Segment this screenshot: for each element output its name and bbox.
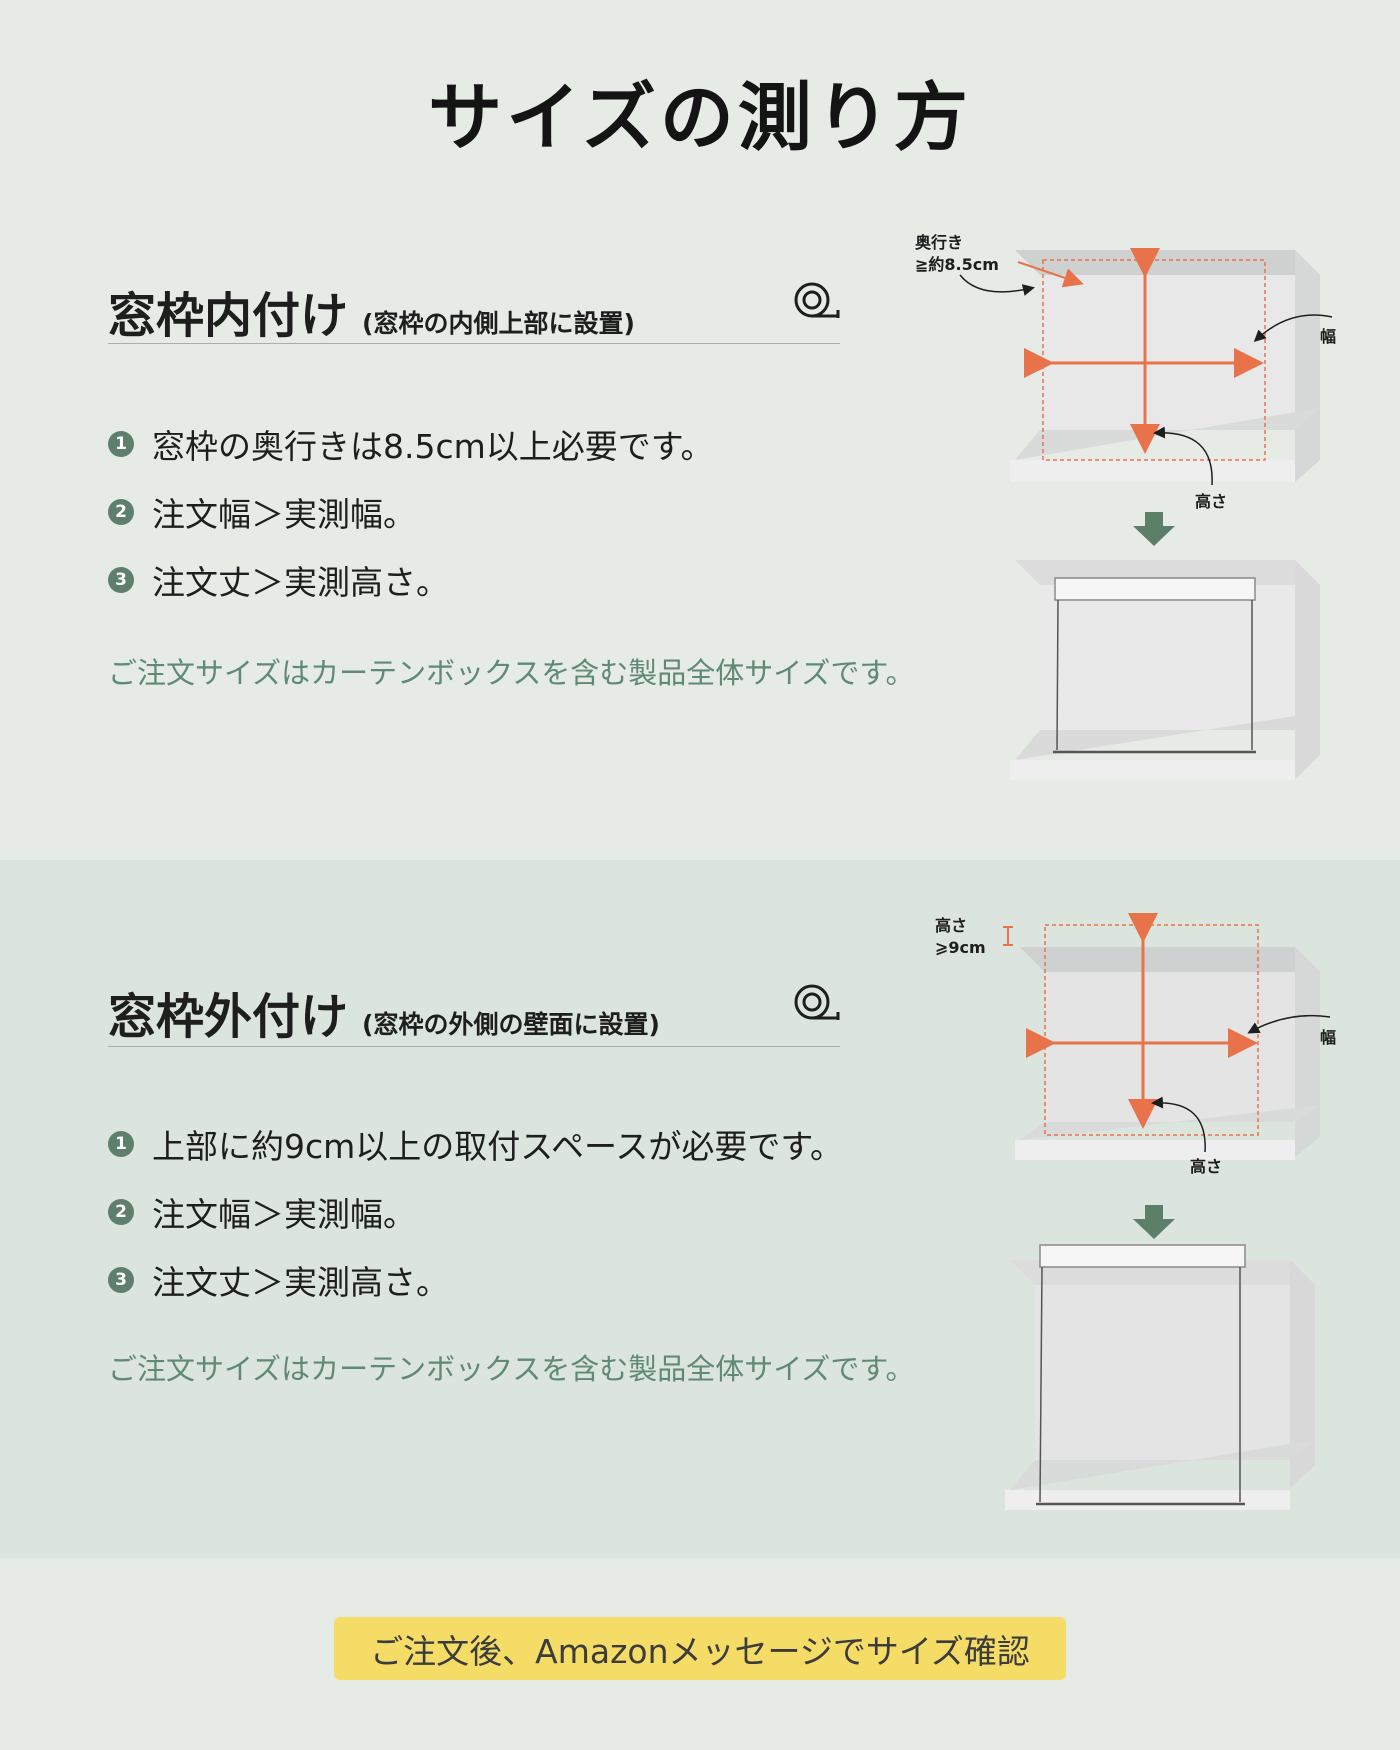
list-item-text: 上部に約9cm以上の取付スペースが必要です。 (152, 1127, 844, 1166)
height-label: 高さ (1190, 1157, 1222, 1176)
down-arrow-icon (1133, 512, 1175, 546)
number-badge: 1 (108, 431, 134, 457)
window-frame-back (1040, 585, 1295, 730)
curtain-box (1054, 577, 1256, 601)
window-frame-side (1290, 1260, 1315, 1488)
width-label: 幅 (1320, 327, 1336, 346)
number-badge: 1 (108, 1131, 134, 1157)
page-title: サイズの測り方 (428, 75, 972, 161)
list-item: 3 注文丈＞実測高さ。 (108, 1246, 843, 1314)
blind-left-edge (1039, 1266, 1043, 1503)
list-item-text: 注文幅＞実測幅。 (152, 1195, 416, 1234)
inner-mount-heading: 窓枠内付け (窓枠の内側上部に設置) (108, 276, 635, 346)
curtain-box (1039, 1244, 1246, 1268)
depth-arrow (1017, 261, 1084, 288)
inner-mount-divider (108, 343, 840, 344)
size-confirmation-banner: ご注文後、Amazonメッセージでサイズ確認 (334, 1617, 1066, 1680)
window-frame-back (1035, 1285, 1290, 1460)
height-pointer (1153, 426, 1213, 486)
inner-mount-subtitle: (窓枠の内側上部に設置) (362, 309, 635, 338)
outer-mount-divider (108, 1046, 840, 1047)
measuring-tape-icon (794, 984, 840, 1020)
inner-mount-measure-diagram: 奥行き ≧約8.5cm 幅 高さ (915, 233, 1336, 511)
window-frame-back (1040, 275, 1295, 430)
inner-mount-title: 窓枠内付け (108, 288, 349, 344)
list-item: 1 上部に約9cm以上の取付スペースが必要です。 (108, 1110, 843, 1178)
outer-mount-title: 窓枠外付け (108, 989, 349, 1045)
window-frame-side (1295, 560, 1320, 780)
outer-mount-section: 窓枠外付け (窓枠の外側の壁面に設置) 1 上部に約9cm以上の取付スペースが必… (0, 860, 1400, 1558)
height-pointer (1151, 1096, 1206, 1153)
list-item: 3 注文丈＞実測高さ。 (108, 546, 713, 614)
list-item-text: 注文丈＞実測高さ。 (152, 1263, 449, 1302)
window-frame-top (1015, 250, 1320, 275)
space-label: 高さ (935, 916, 967, 935)
window-frame-top (1020, 947, 1320, 972)
inner-mount-note: ご注文サイズはカーテンボックスを含む製品全体サイズです。 (108, 656, 915, 690)
outer-mount-list: 1 上部に約9cm以上の取付スペースが必要です。 2 注文幅＞実測幅。 3 注文… (108, 1110, 843, 1314)
number-badge: 2 (108, 499, 134, 525)
blind-left-edge (1056, 599, 1059, 751)
depth-pointer (959, 274, 1035, 296)
window-frame-bottom (1010, 1440, 1315, 1490)
list-item-text: 窓枠の奥行きは8.5cm以上必要です。 (152, 427, 714, 466)
list-item-text: 注文丈＞実測高さ。 (152, 563, 449, 602)
window-frame-side (1295, 947, 1320, 1157)
list-item: 2 注文幅＞実測幅。 (108, 478, 713, 546)
window-sill (1005, 1490, 1290, 1510)
number-badge: 2 (108, 1199, 134, 1225)
window-sill (1010, 460, 1295, 482)
window-sill (1010, 760, 1295, 780)
width-label: 幅 (1320, 1028, 1336, 1047)
inner-mount-list: 1 窓枠の奥行きは8.5cm以上必要です。 2 注文幅＞実測幅。 3 注文丈＞実… (108, 410, 713, 614)
window-frame-bottom (1015, 712, 1320, 760)
number-badge: 3 (108, 567, 134, 593)
space-value-label: ⩾9cm (935, 938, 986, 957)
height-label: 高さ (1195, 492, 1227, 511)
outer-mount-subtitle: (窓枠の外側の壁面に設置) (362, 1010, 660, 1039)
width-pointer (1247, 1014, 1331, 1034)
outer-mount-measure-diagram: 高さ ⩾9cm 幅 高さ (935, 913, 1336, 1176)
down-arrow-icon (1133, 1205, 1175, 1239)
width-pointer (1253, 314, 1333, 343)
list-item: 2 注文幅＞実測幅。 (108, 1178, 843, 1246)
outer-mount-note: ご注文サイズはカーテンボックスを含む製品全体サイズです。 (108, 1352, 915, 1386)
window-frame-bottom (1020, 1105, 1320, 1140)
list-item-text: 注文幅＞実測幅。 (152, 495, 416, 534)
depth-value-label: ≧約8.5cm (915, 255, 999, 274)
inner-mount-section: 窓枠内付け (窓枠の内側上部に設置) 1 窓枠の奥行きは8.5cm以上必要です。… (0, 160, 1400, 860)
depth-label: 奥行き (915, 233, 963, 252)
inner-mount-installed-diagram (1010, 560, 1320, 780)
list-item: 1 窓枠の奥行きは8.5cm以上必要です。 (108, 410, 713, 478)
outer-mount-heading: 窓枠外付け (窓枠の外側の壁面に設置) (108, 977, 660, 1047)
window-frame-side (1295, 250, 1320, 482)
window-frame-bottom (1015, 408, 1320, 460)
measuring-tape-icon (794, 282, 840, 318)
window-sill (1015, 1140, 1295, 1160)
size-confirmation-text: ご注文後、Amazonメッセージでサイズ確認 (370, 1631, 1030, 1671)
number-badge: 3 (108, 1267, 134, 1293)
outer-mount-installed-diagram (1005, 1244, 1315, 1510)
